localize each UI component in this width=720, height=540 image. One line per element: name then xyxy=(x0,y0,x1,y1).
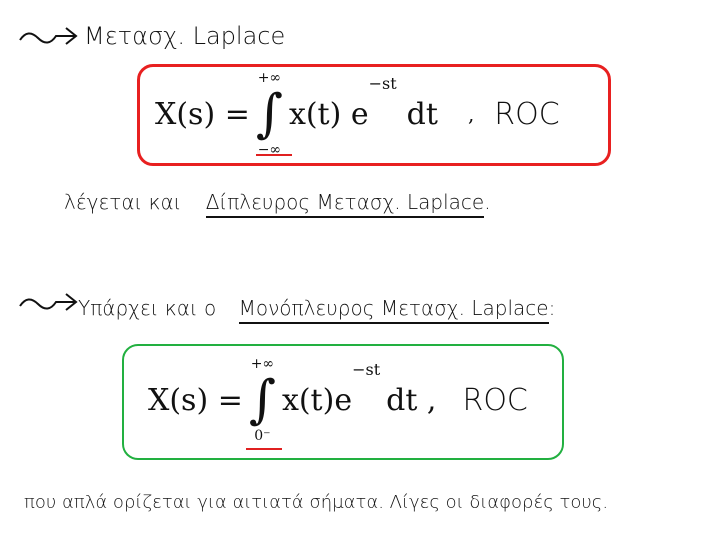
differential: dt , xyxy=(386,382,437,418)
lower-limit-highlight xyxy=(256,154,292,156)
differential: dt xyxy=(406,96,438,132)
upper-limit: +∞ xyxy=(257,70,282,86)
exponent: −st xyxy=(352,360,381,379)
roc-label: ROC xyxy=(462,382,528,418)
separator: , xyxy=(467,102,475,126)
integral: +∞ ∫ 0⁻ xyxy=(249,356,276,444)
unilateral-heading: Υπάρχει και ο Μονόπλευρος Μετασχ. Laplac… xyxy=(78,296,555,324)
heading-laplace: Μετασχ. Laplace xyxy=(84,22,286,50)
formula-lhs: X(s) = xyxy=(155,96,250,132)
bilateral-formula-box xyxy=(137,64,611,166)
squiggle-arrow-icon xyxy=(18,290,78,318)
exponent: −st xyxy=(368,74,397,93)
integral: +∞ ∫ −∞ xyxy=(256,70,283,158)
roc-label: ROC xyxy=(494,96,560,132)
footer-note: που απλά ορίζεται για αιτιατά σήματα. Λί… xyxy=(24,492,609,513)
integrand: x(t)e xyxy=(281,382,353,418)
unilateral-formula: X(s) = +∞ ∫ 0⁻ x(t)e −st dt , ROC xyxy=(148,356,528,444)
bilateral-formula: X(s) = +∞ ∫ −∞ x(t) e −st dt , ROC xyxy=(155,70,560,158)
lower-limit: 0⁻ xyxy=(254,428,271,444)
integral-sign: ∫ xyxy=(248,370,276,430)
integrand: x(t) e xyxy=(288,96,369,132)
bilateral-note: λέγεται και Δίπλευρος Μετασχ. Laplace. xyxy=(64,190,491,218)
unilateral-formula-box xyxy=(122,344,564,460)
lower-limit-highlight xyxy=(246,448,282,450)
integral-sign: ∫ xyxy=(255,84,283,144)
squiggle-arrow-icon xyxy=(18,24,78,52)
upper-limit: +∞ xyxy=(250,356,275,372)
bilateral-term: Δίπλευρος Μετασχ. Laplace xyxy=(205,190,485,218)
formula-lhs: X(s) = xyxy=(148,382,243,418)
unilateral-term: Μονόπλευρος Μετασχ. Laplace xyxy=(238,296,549,324)
